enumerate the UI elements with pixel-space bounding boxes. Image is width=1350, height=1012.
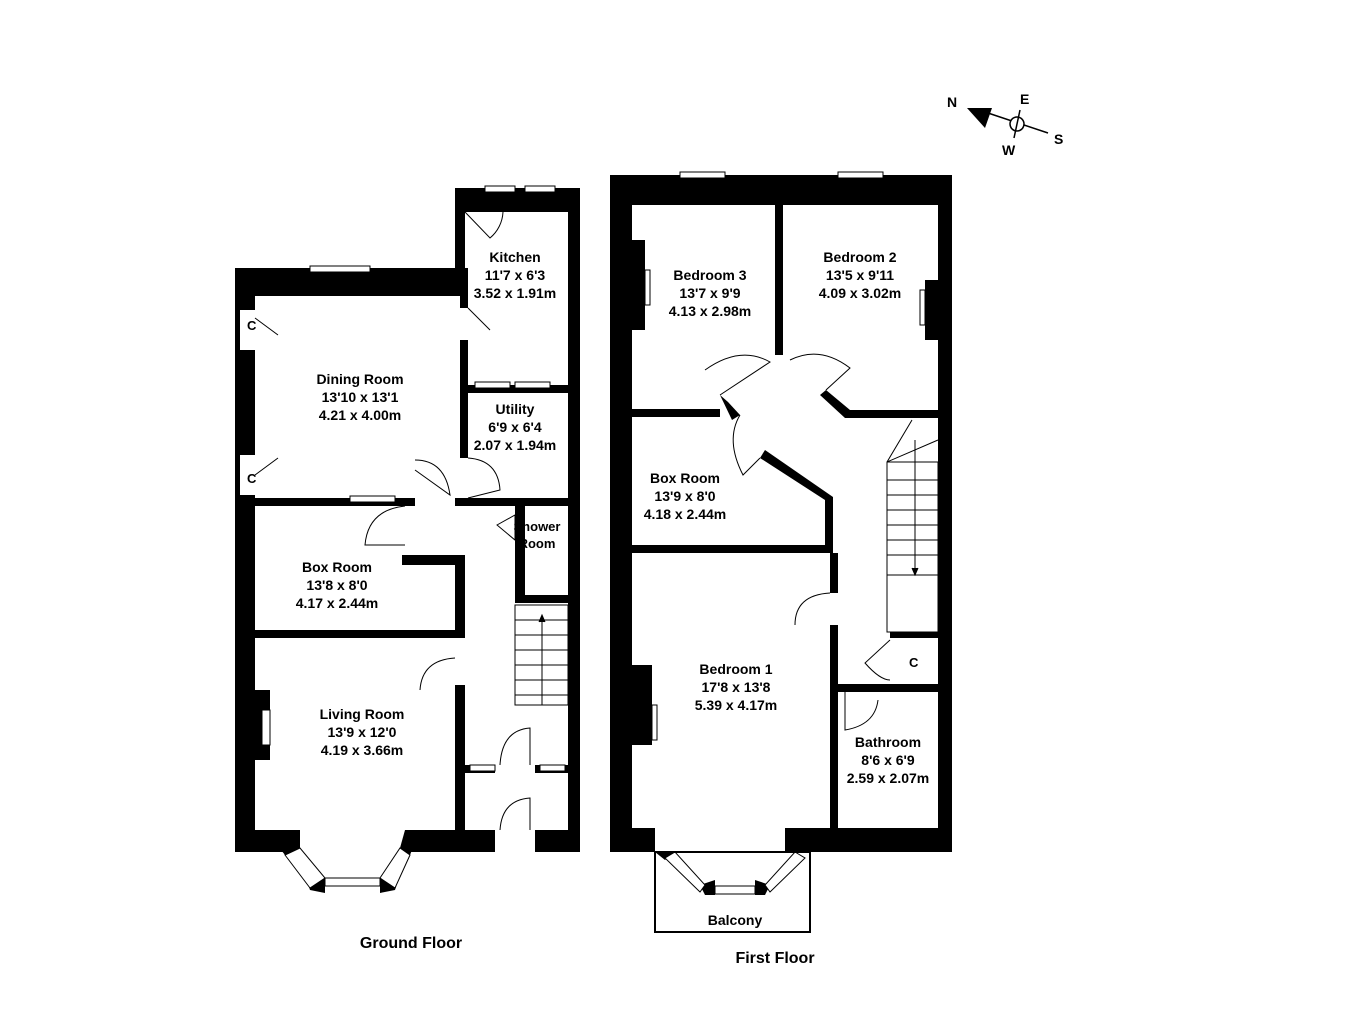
first-floor-windows: [644, 171, 926, 895]
room-label-box-room: Box Room 13'8 x 8'0 4.17 x 2.44m: [296, 558, 379, 612]
room-label-bathroom: Bathroom 8'6 x 6'9 2.59 x 2.07m: [847, 733, 930, 787]
room-name-line: Shower: [513, 519, 561, 534]
room-size-metric: 4.13 x 2.98m: [668, 303, 752, 319]
room-size-imperial: 13'7 x 9'9: [679, 285, 741, 301]
room-label-dining-room: Dining Room 13'10 x 13'1 4.21 x 4.00m: [316, 370, 403, 424]
room-size-metric: 4.19 x 3.66m: [320, 742, 404, 758]
room-label-bedroom-1: Bedroom 1 17'8 x 13'8 5.39 x 4.17m: [695, 660, 778, 714]
compass-north-label: N: [947, 94, 958, 110]
room-size-imperial: 13'10 x 13'1: [321, 389, 399, 405]
room-name: Bathroom: [854, 734, 922, 750]
room-size-imperial: 11'7 x 6'3: [484, 267, 546, 283]
compass-south-label: S: [1054, 131, 1064, 147]
room-label-utility: Utility 6'9 x 6'4 2.07 x 1.94m: [474, 400, 557, 454]
room-name: Bedroom 2: [823, 249, 897, 265]
room-name: Box Room: [301, 559, 372, 575]
cupboard-label: C: [909, 655, 919, 670]
room-size-imperial: 13'5 x 9'11: [825, 267, 895, 283]
room-size-metric: 2.59 x 2.07m: [846, 770, 930, 786]
compass-east-label: E: [1020, 91, 1030, 107]
ground-floor-windows: [261, 185, 566, 889]
ground-floor-stairs: [514, 604, 569, 706]
room-label-bedroom-3: Bedroom 3 13'7 x 9'9 4.13 x 2.98m: [669, 266, 752, 320]
cupboard-label: C: [247, 318, 257, 333]
compass-west-label: W: [1002, 142, 1016, 158]
room-size-imperial: 6'9 x 6'4: [488, 419, 542, 435]
ground-floor-doors: [254, 211, 531, 831]
floor-title-first: First Floor: [735, 950, 815, 967]
room-name: Utility: [495, 401, 535, 417]
room-size-metric: 2.07 x 1.94m: [473, 437, 557, 453]
ground-floor-walls: [235, 188, 580, 893]
room-size-imperial: 17'8 x 13'8: [701, 679, 771, 695]
cupboard-label: C: [247, 471, 257, 486]
room-size-imperial: 8'6 x 6'9: [861, 752, 915, 768]
room-name: Dining Room: [316, 371, 404, 387]
room-name: Living Room: [319, 706, 405, 722]
room-size-metric: 3.52 x 1.91m: [473, 285, 557, 301]
room-label-bedroom-2: Bedroom 2 13'5 x 9'11 4.09 x 3.02m: [819, 248, 902, 302]
balcony-label: Balcony: [707, 912, 763, 928]
room-size-imperial: 13'9 x 8'0: [654, 488, 716, 504]
room-size-metric: 4.17 x 2.44m: [295, 595, 379, 611]
room-name-line: Room: [518, 536, 556, 551]
first-floor-stairs: [886, 419, 939, 633]
first-floor-doors: [704, 353, 891, 731]
room-name: Kitchen: [489, 249, 541, 265]
room-size-imperial: 13'8 x 8'0: [306, 577, 368, 593]
room-size-metric: 4.21 x 4.00m: [318, 407, 402, 423]
balcony-outline: [654, 851, 811, 933]
room-size-metric: 4.09 x 3.02m: [818, 285, 902, 301]
first-floor-walls: [610, 175, 952, 895]
room-name: Box Room: [649, 470, 720, 486]
room-name: Bedroom 3: [673, 267, 747, 283]
floor-title-ground: Ground Floor: [359, 935, 463, 952]
room-label-kitchen: Kitchen 11'7 x 6'3 3.52 x 1.91m: [474, 248, 557, 302]
room-size-metric: 5.39 x 4.17m: [694, 697, 778, 713]
room-label-living-room: Living Room 13'9 x 12'0 4.19 x 3.66m: [320, 705, 405, 759]
room-name: Bedroom 1: [699, 661, 773, 677]
room-size-imperial: 13'9 x 12'0: [327, 724, 397, 740]
room-label-box-room-first: Box Room 13'9 x 8'0 4.18 x 2.44m: [644, 469, 727, 523]
compass-icon: [967, 108, 1049, 139]
room-size-metric: 4.18 x 2.44m: [643, 506, 727, 522]
